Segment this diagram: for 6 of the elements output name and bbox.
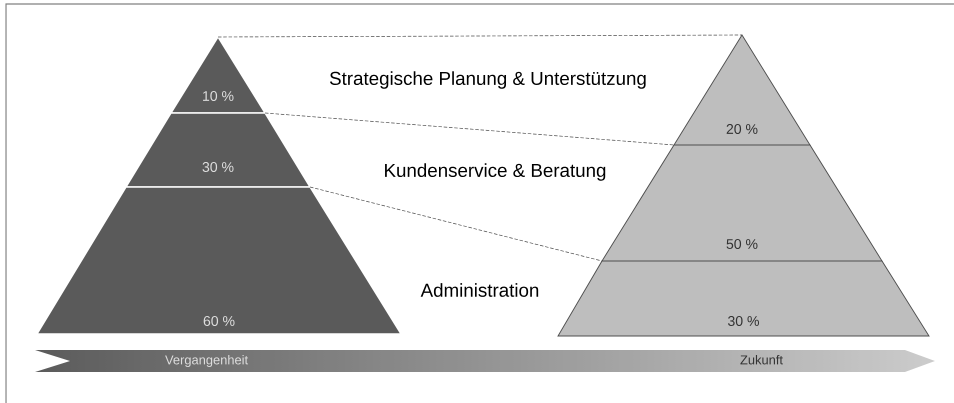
guide-line (264, 112, 674, 146)
category-label: Strategische Planung & Unterstützung (330, 71, 646, 89)
category-label: Administration (420, 283, 538, 297)
timeline-arrow: Vergangenheit Zukunft (165, 354, 783, 367)
guide-line (218, 34, 742, 38)
guide-line (310, 186, 602, 262)
